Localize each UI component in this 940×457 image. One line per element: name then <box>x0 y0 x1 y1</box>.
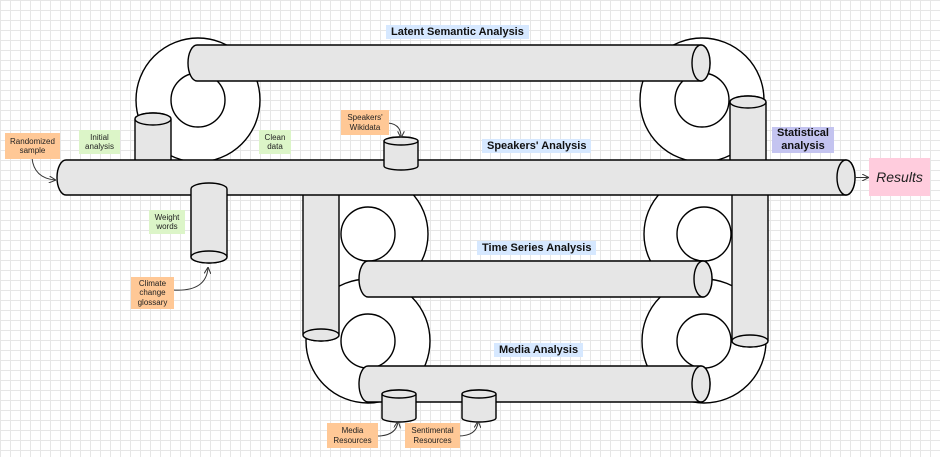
sentimental-resources-arrow <box>457 422 478 437</box>
latent-semantic-analysis-title: Latent Semantic Analysis <box>386 25 529 39</box>
weight-words-label: Weight words <box>149 210 185 234</box>
media-resources-label: Media Resources <box>327 423 378 448</box>
latent-semantic-analysis-pipe <box>134 37 767 173</box>
clean-data-label: Clean data <box>259 130 291 154</box>
ts-right-bend-hole <box>676 206 732 262</box>
lsa-top-pipe <box>187 44 711 82</box>
statistical-analysis-label: Statistical analysis <box>772 127 834 153</box>
sentimental-resources-label: Sentimental Resources <box>405 423 460 448</box>
ts-right-vertical-pipe <box>731 184 769 348</box>
results-label: Results <box>869 158 930 196</box>
media-analysis-title: Media Analysis <box>494 343 584 357</box>
analysis-loops <box>302 173 769 404</box>
media-left-bend-hole <box>340 313 396 369</box>
ts-left-bend-hole <box>340 206 396 262</box>
wikidata-arrow <box>387 122 401 137</box>
initial-analysis-label: Initial analysis <box>79 130 120 154</box>
speakers-wikidata-store <box>383 136 419 171</box>
sentimental-resources-store <box>461 389 497 423</box>
randomized-sample-arrow <box>31 157 55 180</box>
main-pipe-body <box>56 159 856 196</box>
ts-left-vertical-pipe <box>302 184 340 342</box>
media-resources-store <box>381 389 417 423</box>
speakers-analysis-title: Speakers' Analysis <box>482 139 592 153</box>
media-right-bend-hole <box>676 313 732 369</box>
climate-glossary-arrow <box>172 268 208 291</box>
randomized-sample-label: Randomized sample <box>5 133 60 159</box>
media-resources-arrow <box>376 422 398 437</box>
climate-change-glossary-label: Climate change glossary <box>131 277 174 309</box>
time-series-pipe <box>358 260 713 298</box>
speakers-wikidata-label: Speakers' Wikidata <box>341 110 389 135</box>
time-series-analysis-title: Time Series Analysis <box>477 241 597 255</box>
speakers-analysis-pipe <box>56 159 856 264</box>
